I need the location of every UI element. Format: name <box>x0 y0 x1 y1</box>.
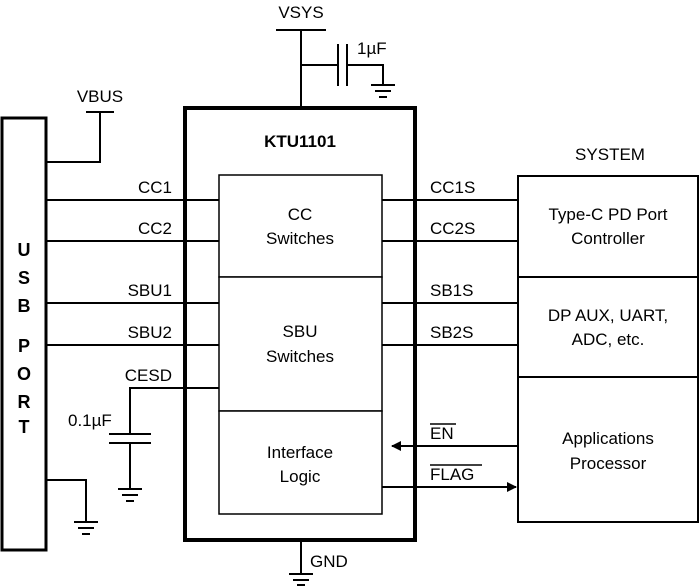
flag-label: FLAG <box>430 465 474 484</box>
system-blocks: Type-C PD Port Controller DP AUX, UART, … <box>517 175 699 523</box>
sbu2-label: SBU2 <box>128 323 172 342</box>
usb-port-block: U S B P O R T <box>0 116 48 552</box>
usb-port-letter: P <box>18 336 30 356</box>
vsys-label: VSYS <box>278 3 323 22</box>
sbu-switches-subtitle: Switches <box>266 347 334 366</box>
sbu-switches-title: SBU <box>283 322 318 341</box>
cesd-label: CESD <box>125 366 172 385</box>
typec-pd-title: Type-C PD Port <box>548 205 667 224</box>
interface-logic-title: Interface <box>267 443 333 462</box>
flag-signal: FLAG <box>382 464 517 492</box>
sbu-switches-block: SBU Switches <box>218 276 383 412</box>
dp-aux-title: DP AUX, UART, <box>548 306 668 325</box>
sbu2-line: SBU2 <box>46 323 219 346</box>
dp-aux-subtitle: ADC, etc. <box>572 330 645 349</box>
cc1s-label: CC1S <box>430 178 475 197</box>
cc-switches-subtitle: Switches <box>266 229 334 248</box>
cc2-line: CC2 <box>46 219 219 242</box>
vsys-cap-label: 1µF <box>357 39 387 58</box>
en-signal: EN <box>391 423 518 451</box>
cesd-net: CESD 0.1µF <box>68 366 219 502</box>
app-proc-title: Applications <box>562 429 654 448</box>
typec-pd-subtitle: Controller <box>571 229 645 248</box>
gnd-label: GND <box>310 552 348 571</box>
sbu1-label: SBU1 <box>128 281 172 300</box>
usb-port-letter: U <box>18 240 31 260</box>
cc1-label: CC1 <box>138 178 172 197</box>
sb2s-line: SB2S <box>382 323 518 346</box>
cesd-cap-label: 0.1µF <box>68 411 112 430</box>
cc1s-line: CC1S <box>382 178 518 201</box>
cc1-line: CC1 <box>46 178 219 201</box>
usb-port-letter: B <box>18 296 31 316</box>
sb2s-label: SB2S <box>430 323 473 342</box>
usb-port-letter: O <box>17 364 31 384</box>
cc-switches-block: CC Switches <box>218 174 383 278</box>
interface-logic-block: Interface Logic <box>218 410 383 515</box>
gnd-net: GND <box>289 540 348 586</box>
chip-name: KTU1101 <box>264 132 336 151</box>
system-title: SYSTEM <box>575 145 645 164</box>
usb-port-letter: R <box>18 392 31 412</box>
app-proc-subtitle: Processor <box>570 454 647 473</box>
usb-port-letter: T <box>19 417 30 437</box>
cc2s-line: CC2S <box>382 219 518 242</box>
sb1s-line: SB1S <box>382 281 518 304</box>
usb-port-letter: S <box>18 268 30 288</box>
sb1s-label: SB1S <box>430 281 473 300</box>
en-label: EN <box>430 424 454 443</box>
usb-ground-symbol <box>46 479 98 535</box>
vbus-label: VBUS <box>77 87 123 106</box>
cc-switches-title: CC <box>288 205 313 224</box>
interface-logic-subtitle: Logic <box>280 467 321 486</box>
vbus-net: VBUS <box>46 87 123 163</box>
cc2-label: CC2 <box>138 219 172 238</box>
vsys-net: VSYS 1µF <box>276 3 395 108</box>
sbu1-line: SBU1 <box>46 281 219 304</box>
cc2s-label: CC2S <box>430 219 475 238</box>
